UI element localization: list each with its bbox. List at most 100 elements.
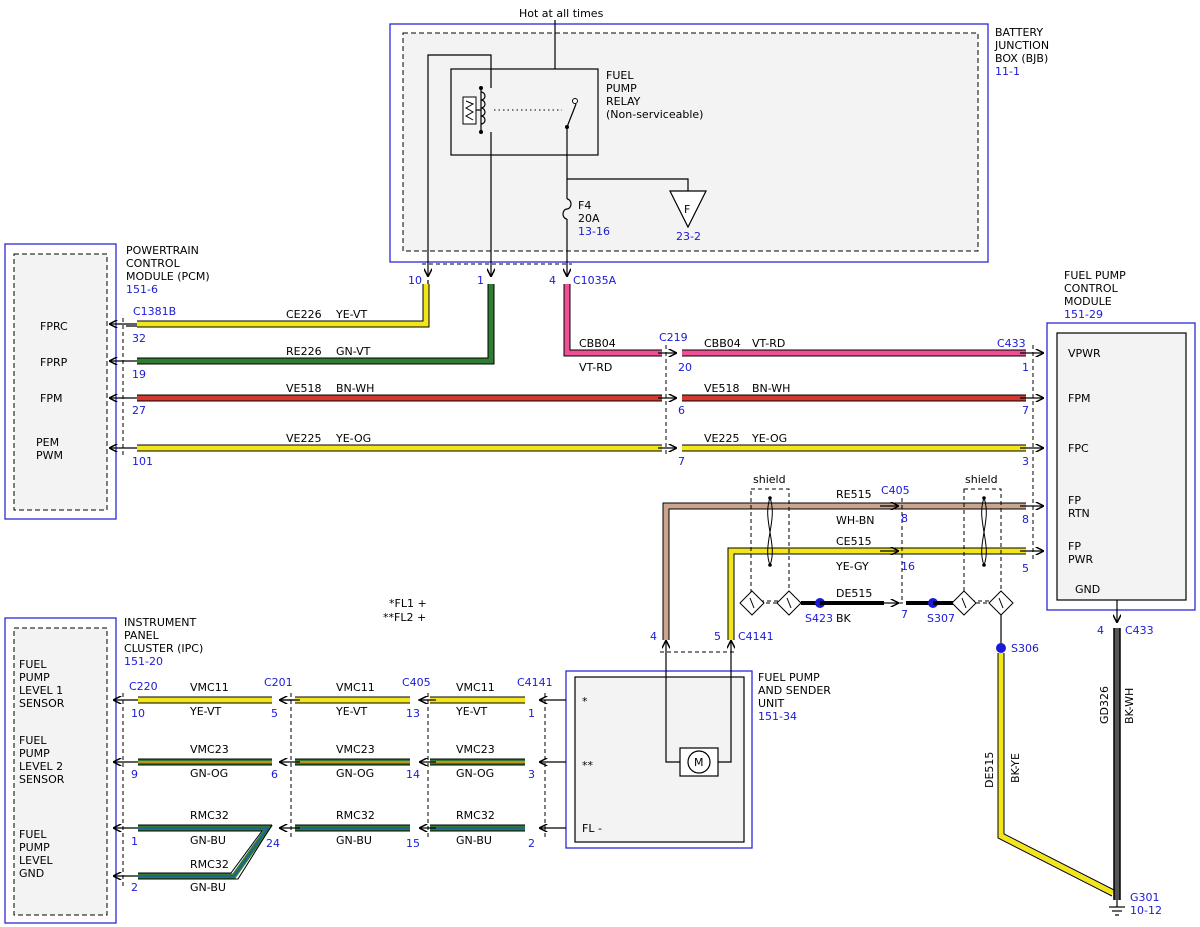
vmc11-seg1-circuit: VMC11: [190, 681, 229, 694]
wire-ce226: CE226 YE-VT: [110, 280, 430, 327]
battery-junction-box: Hot at all times BATTERY JUNCTION BOX (B…: [389, 7, 1049, 287]
c4141-top-pin-4: 4: [650, 630, 657, 643]
c405-pin-15: 15: [406, 837, 420, 850]
fpcm-pin-7: 7: [1022, 404, 1029, 417]
fpcm-pin-fp-rtn-2: RTN: [1068, 507, 1090, 520]
ipc-title-line3: CLUSTER (IPC): [124, 642, 203, 655]
pcm-ref-link[interactable]: 151-6: [126, 283, 158, 296]
c201-label[interactable]: C201: [264, 676, 293, 689]
fuse-ref-link[interactable]: 13-16: [578, 225, 610, 238]
ve225-right-circuit: VE225: [704, 432, 739, 445]
fpcm-gnd-label: GND: [1075, 583, 1100, 596]
wire-rmc32: RMC32 GN-BU RMC32 GN-BU RMC32 GN-BU RMC3…: [114, 809, 566, 894]
vmc23-seg3-circuit: VMC23: [456, 743, 495, 756]
c220-label[interactable]: C220: [129, 680, 158, 693]
ve518-right-color: BN-WH: [752, 382, 790, 395]
c405-pin-14: 14: [406, 768, 420, 781]
fpcm-pin-5: 5: [1022, 562, 1029, 575]
relay-coil-icon: [462, 86, 562, 134]
cbb04-left-color: VT-RD: [579, 361, 612, 374]
ce226-color: YE-VT: [335, 308, 368, 321]
pcm-pin-32: 32: [132, 332, 146, 345]
connector-c405-top: C405 8 16 7: [881, 484, 915, 621]
g301-label[interactable]: G301: [1130, 891, 1160, 904]
connector-c1381b[interactable]: C1381B: [133, 305, 176, 318]
ipc-ref-link[interactable]: 151-20: [124, 655, 163, 668]
motor-letter: M: [694, 756, 704, 769]
connector-c219: C219 20 6 7: [659, 331, 692, 468]
wire-ce226-yellow: [137, 284, 429, 327]
connector-c433-top[interactable]: C433: [997, 337, 1026, 350]
rmc32-seg2-circuit: RMC32: [336, 809, 375, 822]
wire-de515-ground: S306 DE515 BK-YE: [983, 615, 1115, 897]
ipc-pin2-line1: FUEL: [19, 734, 47, 747]
fpcm-title-line2: CONTROL: [1064, 282, 1119, 295]
g301-ref-link[interactable]: 10-12: [1130, 904, 1162, 917]
wire-cbb04-left: CBB04 VT-RD: [563, 284, 676, 374]
fpcm-gnd-pin: 4: [1097, 624, 1104, 637]
c201-pin-24: 24: [266, 837, 280, 850]
fpsu-pin-fl: FL -: [582, 822, 602, 835]
c4141-pin-1: 1: [528, 707, 535, 720]
fuse-ground-triangle-icon: F 23-2: [669, 190, 707, 243]
fuel-pump-motor-icon: M: [679, 747, 719, 777]
fpcm-ref-link[interactable]: 151-29: [1064, 308, 1103, 321]
bjb-ref-link[interactable]: 11-1: [995, 65, 1020, 78]
fpsu-title-line2: AND SENDER: [758, 684, 831, 697]
drain-diamond-2-icon: [776, 590, 802, 616]
c219-pin-20: 20: [678, 361, 692, 374]
hot-at-all-times-label: Hot at all times: [519, 7, 604, 20]
wire-ve225-left: VE225 YE-OG: [110, 432, 676, 451]
relay-label-line3: RELAY: [606, 95, 641, 108]
connector-c433-gnd[interactable]: C433: [1125, 624, 1154, 637]
re226-color: GN-VT: [336, 345, 371, 358]
connector-c1035a[interactable]: C1035A: [573, 274, 617, 287]
drain-diamond-4-icon: [988, 590, 1014, 616]
wire-ve518-left: VE518 BN-WH: [110, 382, 676, 401]
c4141-top-label[interactable]: C4141: [738, 630, 774, 643]
vmc11-seg3-color: YE-VT: [455, 705, 488, 718]
rmc32-seg1-circuit: RMC32: [190, 809, 229, 822]
de515-ground-circuit: DE515: [983, 752, 996, 788]
ipc-pin2-line2: PUMP: [19, 747, 50, 760]
rmc32-seg1b-circuit: RMC32: [190, 858, 229, 871]
c4141-top-pin-5: 5: [714, 630, 721, 643]
fpsu-title-line3: UNIT: [758, 697, 785, 710]
shield-right-label: shield: [965, 473, 998, 486]
vmc23-seg3-color: GN-OG: [456, 767, 494, 780]
rmc32-seg3-color: GN-BU: [456, 834, 492, 847]
ipc-pin3-line4: GND: [19, 867, 44, 880]
bjb-title-line1: BATTERY: [995, 26, 1043, 39]
fuel-pump-sender-unit: FUEL PUMP AND SENDER UNIT 151-34 * ** FL…: [565, 660, 831, 849]
wire-gd326: 4 C433 GD326 BK-WH: [1097, 600, 1154, 900]
ve518-left-circuit: VE518: [286, 382, 321, 395]
relay-label-line1: FUEL: [606, 69, 634, 82]
fpsu-pin-starstar: **: [582, 759, 594, 772]
ve225-left-circuit: VE225: [286, 432, 321, 445]
pcm-title-line1: POWERTRAIN: [126, 244, 199, 257]
c4141-bottom-label[interactable]: C4141: [517, 676, 553, 689]
fpcm-pin-vpwr: VPWR: [1068, 347, 1101, 360]
ce515-color: YE-GY: [835, 560, 869, 573]
splice-s307-label[interactable]: S307: [927, 612, 955, 625]
rmc32-seg3-circuit: RMC32: [456, 809, 495, 822]
vmc23-seg1-color: GN-OG: [190, 767, 228, 780]
wire-re226: RE226 GN-VT: [110, 284, 495, 364]
pcm-pin-27: 27: [132, 404, 146, 417]
splice-s423-label[interactable]: S423: [805, 612, 833, 625]
c405-top-label[interactable]: C405: [881, 484, 910, 497]
c405-bottom-label[interactable]: C405: [402, 676, 431, 689]
shield-right: shield: [963, 473, 1002, 602]
fpsu-ref-link[interactable]: 151-34: [758, 710, 797, 723]
gd326-color: BK-WH: [1123, 688, 1136, 724]
c201-pin-6: 6: [271, 768, 278, 781]
vmc23-seg1-circuit: VMC23: [190, 743, 229, 756]
ipc-pin1-line2: PUMP: [19, 671, 50, 684]
ipc-pin3-line3: LEVEL: [19, 854, 54, 867]
c219-label[interactable]: C219: [659, 331, 688, 344]
splice-s306-label[interactable]: S306: [1011, 642, 1039, 655]
c405-pin-13: 13: [406, 707, 420, 720]
fuse-ground-ref-link[interactable]: 23-2: [676, 230, 701, 243]
wire-de515-drain: DE515 BK S423 S307: [739, 587, 1014, 625]
